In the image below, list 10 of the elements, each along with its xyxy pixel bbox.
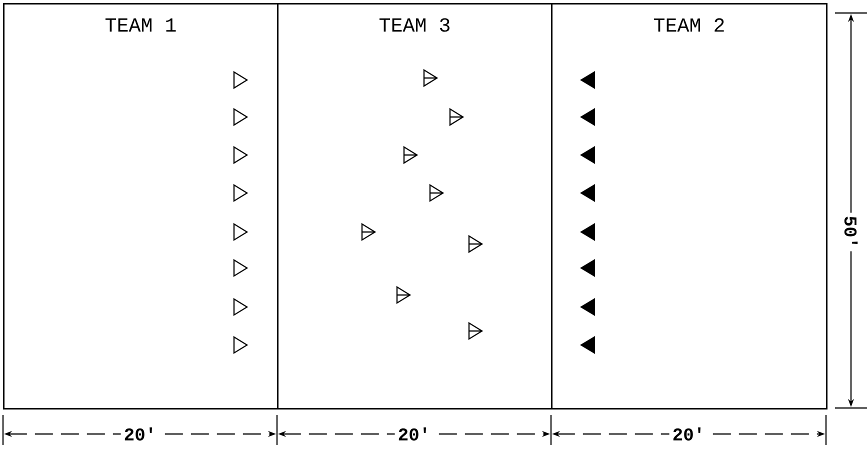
dimension-label: 20' — [669, 424, 708, 444]
dimension-label: 50' — [841, 212, 861, 252]
dimension-label: 20' — [120, 424, 160, 444]
dimension-label: 20' — [394, 424, 434, 444]
field-zone — [551, 3, 828, 410]
field-zone — [3, 3, 278, 410]
team-label: TEAM 2 — [654, 18, 724, 32]
field-zone — [277, 3, 552, 410]
team-label: TEAM 3 — [380, 18, 450, 32]
team-label: TEAM 1 — [106, 18, 176, 32]
